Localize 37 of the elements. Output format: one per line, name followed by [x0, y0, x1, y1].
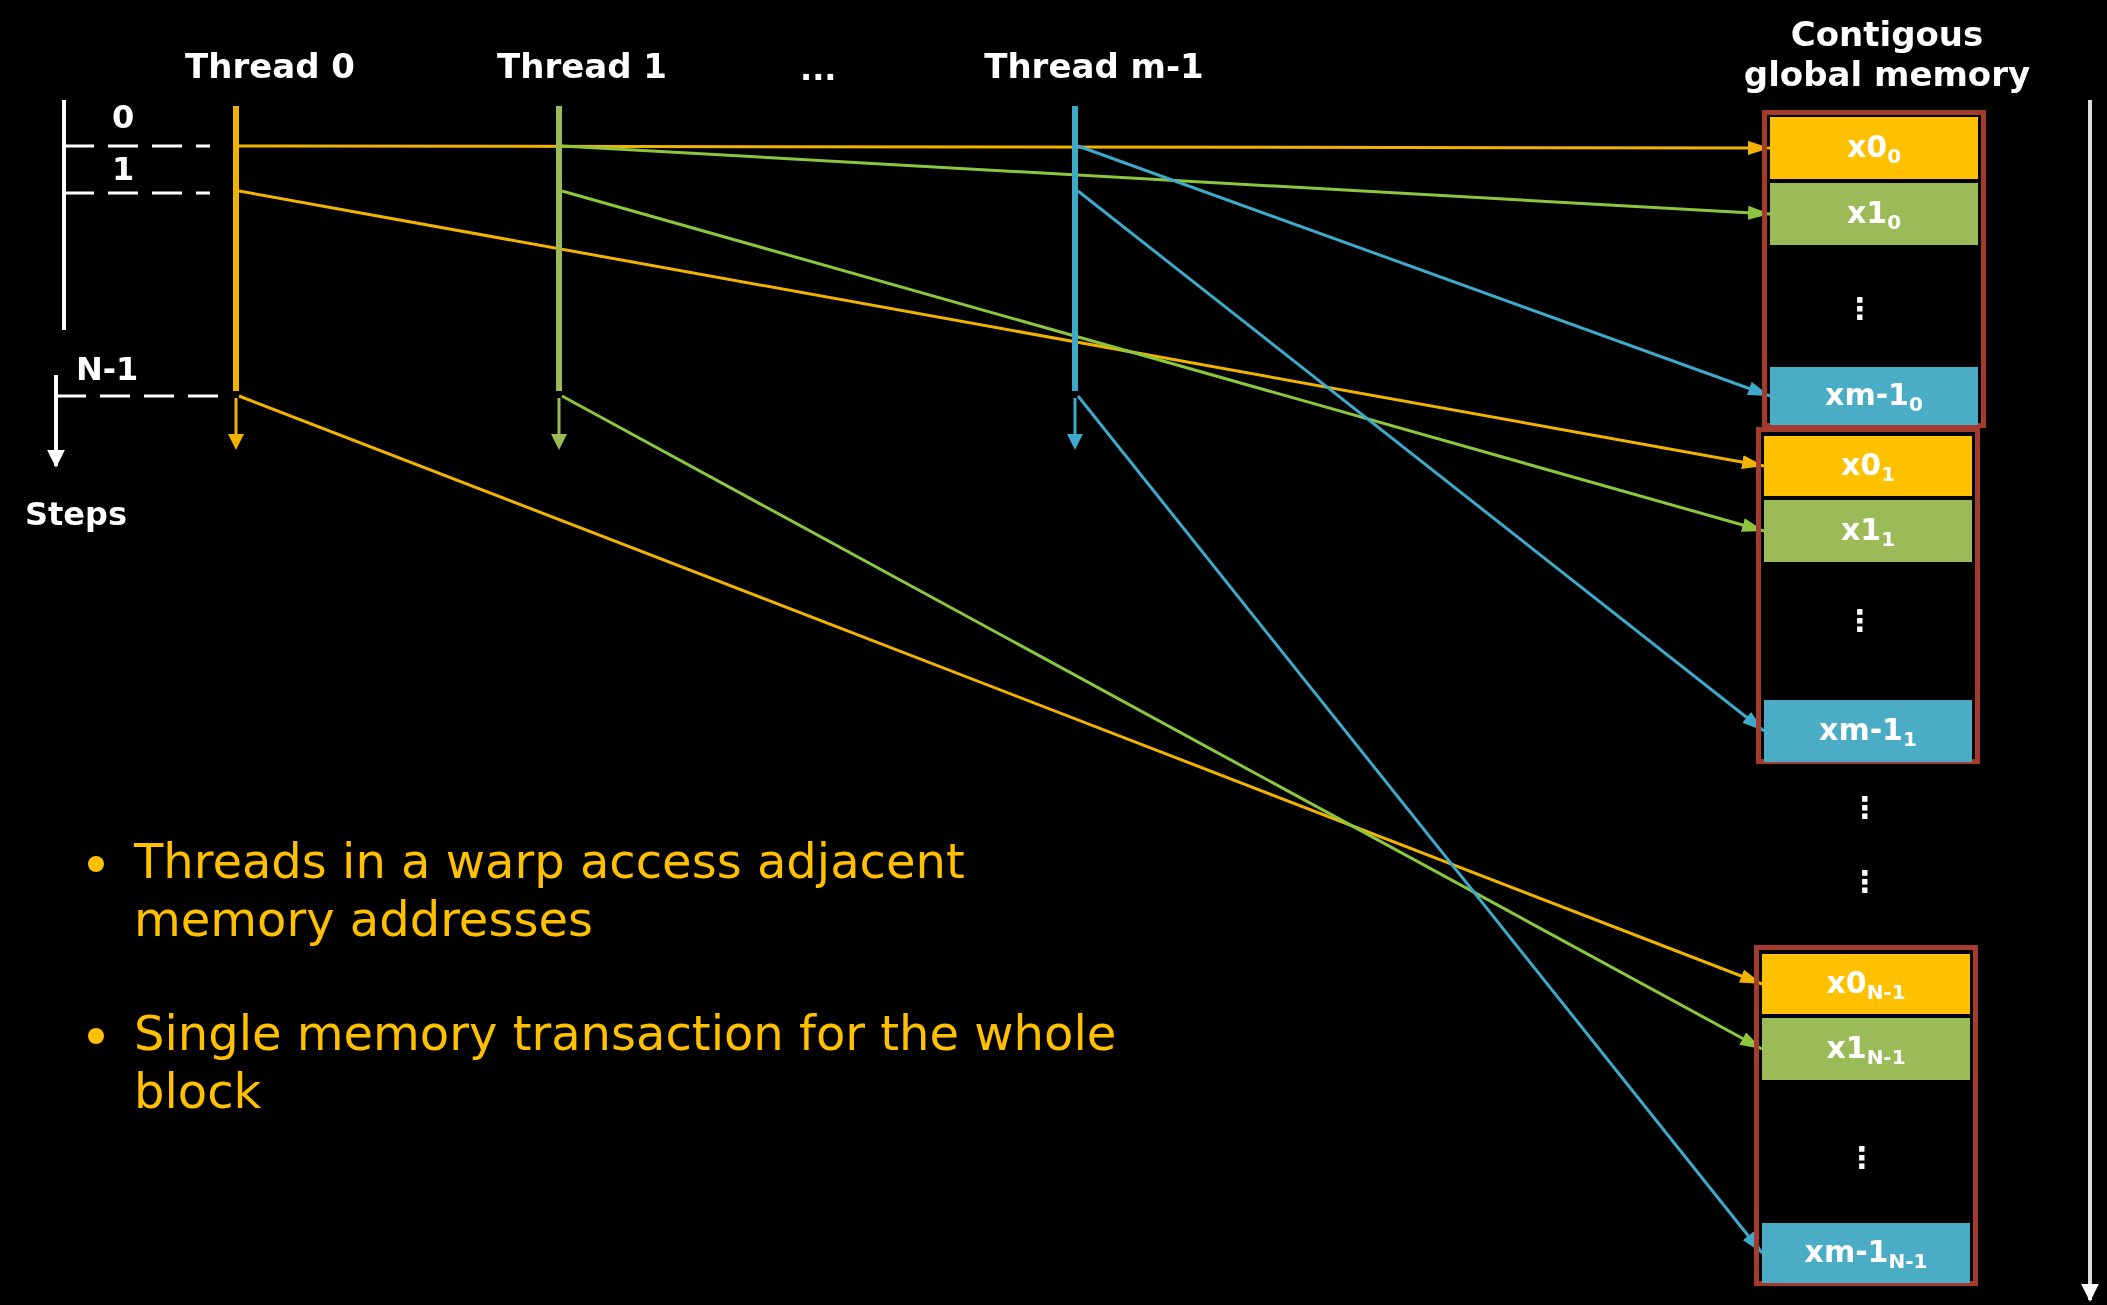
arrow [561, 394, 1763, 1051]
arrow [1077, 189, 1765, 733]
memory-cell: x0$_{0}$ [1770, 117, 1978, 179]
memory-cell: xm-1$_{0}$ [1770, 367, 1978, 425]
vertical-ellipsis: ⋮ [1850, 865, 1880, 899]
thread-label: Thread 0 [184, 46, 356, 86]
memory-block [1762, 110, 1986, 428]
memory-cell: x1$_{0}$ [1770, 183, 1978, 245]
axis-label: Steps [25, 495, 127, 533]
memory-cell: x1$_{N-1}$ [1762, 1018, 1970, 1080]
memory-title: Contigous global memory [1742, 14, 2032, 94]
vertical-ellipsis: ⋮ [1845, 604, 1875, 638]
ellipsis: ... [800, 50, 838, 88]
step-label: 0 [112, 98, 135, 136]
memory-cell: xm-1$_{N-1}$ [1762, 1223, 1970, 1283]
bullet-text: Threads in a warp access adjacent memory addresses [134, 832, 966, 948]
arrow [561, 189, 1765, 534]
arrow [1077, 144, 1771, 398]
arrow [238, 394, 1763, 986]
thread-label: Thread m-1 [983, 46, 1205, 86]
vertical-ellipsis: ⋮ [1850, 791, 1880, 825]
memory-cell: x0$_{N-1}$ [1762, 954, 1970, 1014]
memory-cell: x0$_{1}$ [1764, 436, 1972, 496]
memory-cell: xm-1$_{1}$ [1764, 700, 1972, 762]
arrow [239, 141, 1770, 155]
memory-block [1756, 427, 1980, 764]
arrow [1076, 395, 1764, 1254]
step-label: N-1 [76, 350, 139, 388]
arrow [238, 189, 1765, 471]
memory-block [1754, 945, 1978, 1286]
thread-label: Thread 1 [496, 46, 668, 86]
bullet-text: Single memory transaction for the whole block [134, 1004, 1118, 1120]
vertical-ellipsis: ⋮ [1845, 292, 1875, 326]
memory-cell: x1$_{1}$ [1764, 500, 1972, 562]
vertical-ellipsis: ⋮ [1847, 1141, 1877, 1175]
step-label: 1 [112, 150, 135, 188]
arrow [561, 144, 1771, 221]
